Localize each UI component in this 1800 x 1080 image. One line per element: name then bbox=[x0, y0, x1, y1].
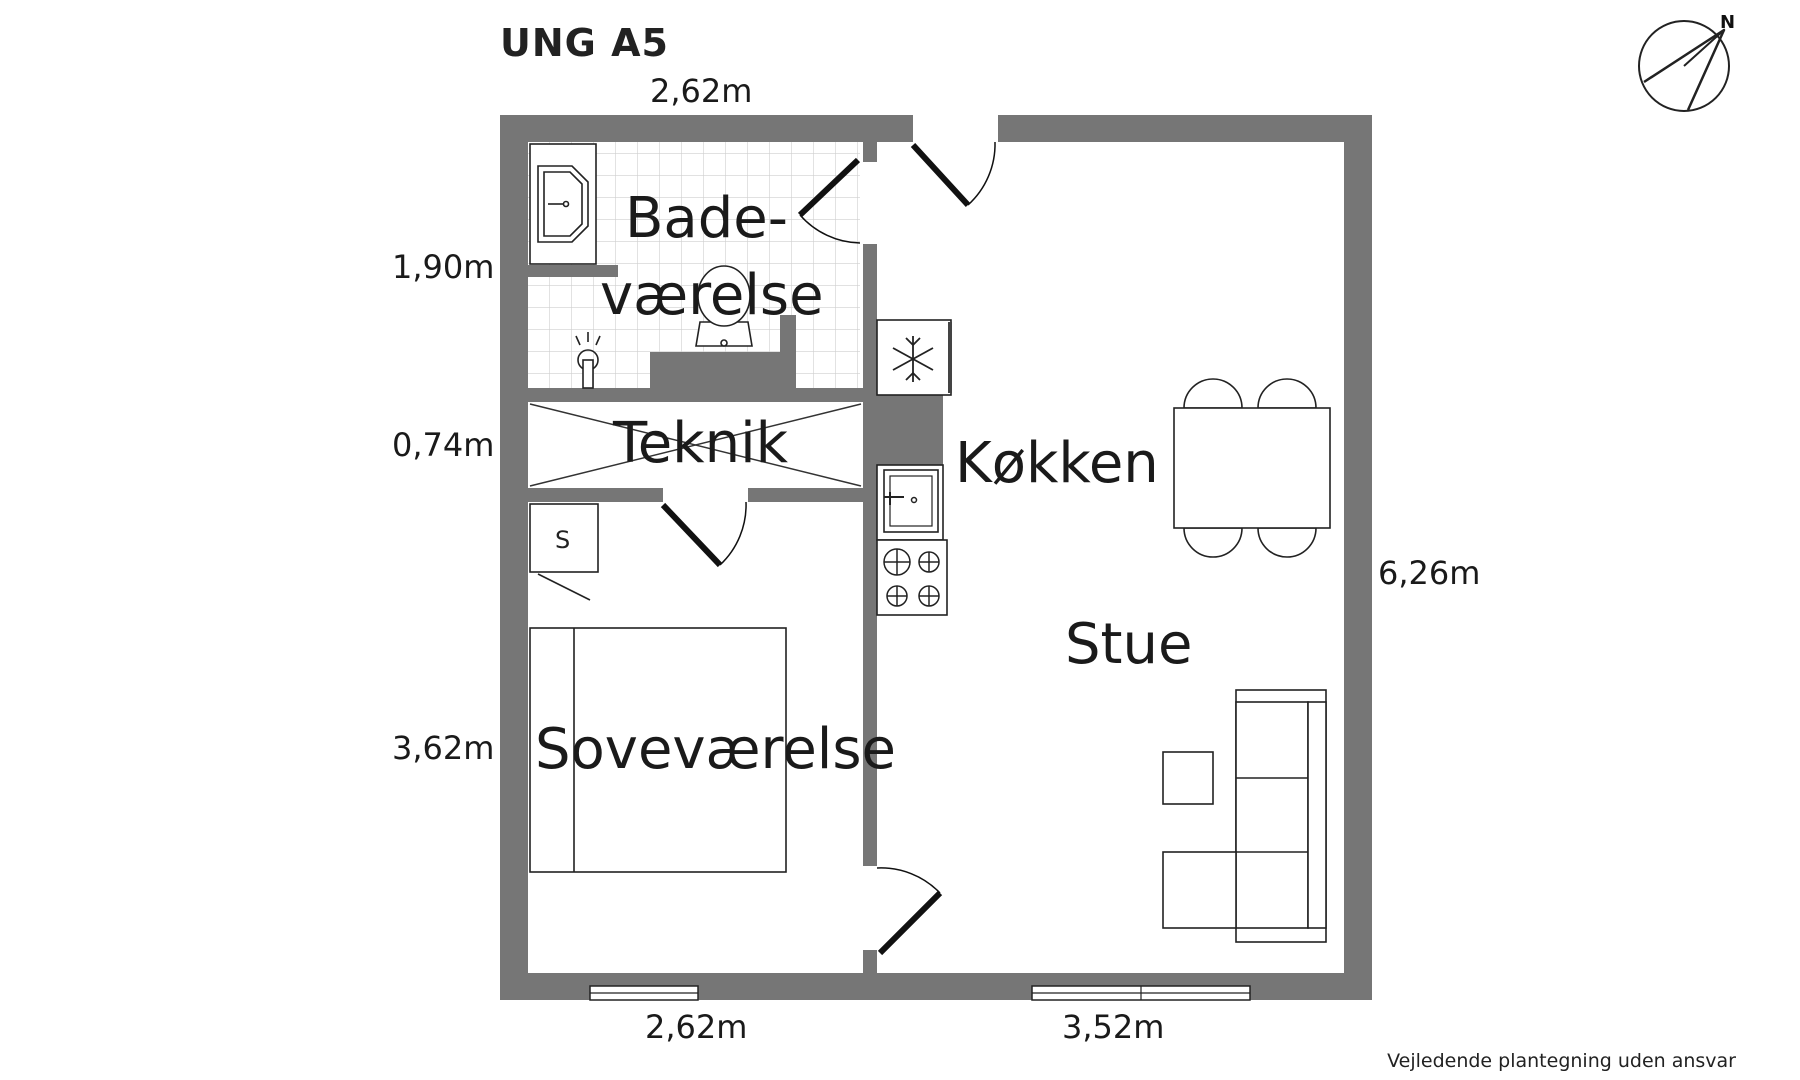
dim-bottom-right-width: 3,52m bbox=[1062, 1008, 1164, 1046]
window-living bbox=[1031, 985, 1251, 1001]
room-label-technical: Teknik bbox=[612, 411, 789, 476]
bathroom-sink-icon bbox=[529, 143, 597, 265]
dining-table-icon bbox=[1173, 378, 1331, 558]
dim-bathroom-height: 1,90m bbox=[392, 248, 494, 286]
dim-total-height: 6,26m bbox=[1378, 554, 1480, 592]
room-label-living: Stue bbox=[1065, 612, 1192, 677]
dim-top-width: 2,62m bbox=[650, 72, 752, 110]
room-label-bathroom-line1: Bade- bbox=[625, 186, 788, 251]
interior-walls bbox=[528, 142, 943, 973]
bed-icon bbox=[529, 627, 787, 873]
north-arrow-icon: N bbox=[1638, 12, 1735, 112]
dim-technical-height: 0,74m bbox=[392, 426, 494, 464]
kitchen-sink-icon bbox=[876, 464, 944, 541]
dim-bedroom-height: 3,62m bbox=[392, 729, 494, 767]
bathroom-door bbox=[797, 157, 861, 244]
toilet-icon bbox=[695, 265, 753, 347]
dim-bottom-left-width: 2,62m bbox=[645, 1008, 747, 1046]
storage-label: S bbox=[555, 526, 570, 554]
bedroom-door bbox=[660, 501, 747, 568]
technical-room-cross bbox=[529, 403, 862, 487]
north-label: N bbox=[1720, 12, 1735, 33]
window-bedroom bbox=[589, 985, 699, 1001]
room-label-kitchen: Køkken bbox=[955, 431, 1159, 496]
sofa-icon bbox=[1162, 689, 1327, 943]
shower-icon bbox=[575, 332, 601, 389]
plan-title: UNG A5 bbox=[500, 21, 669, 65]
fridge-icon bbox=[876, 319, 952, 396]
wardrobe-icon: S bbox=[529, 503, 599, 601]
disclaimer-text: Vejledende plantegning uden ansvar bbox=[1387, 1050, 1736, 1072]
room-label-bathroom-line2: værelse bbox=[600, 263, 824, 328]
living-room-door bbox=[876, 867, 943, 956]
room-label-bedroom: Soveværelse bbox=[535, 717, 896, 782]
entrance-door bbox=[910, 141, 996, 208]
stove-icon bbox=[876, 539, 948, 616]
outer-walls bbox=[500, 115, 1372, 1000]
